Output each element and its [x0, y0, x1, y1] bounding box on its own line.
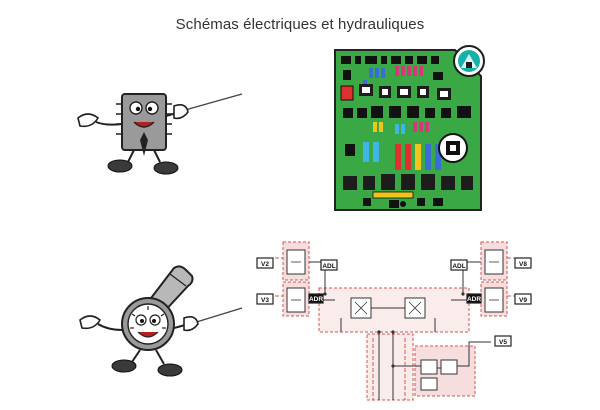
- label-adl-right: ADL: [452, 263, 465, 270]
- technician-badge-icon: [453, 45, 485, 77]
- label-adr-right: ADR: [467, 296, 481, 303]
- label-adr-left: ADR: [309, 296, 323, 303]
- label-v8: V8: [519, 261, 527, 268]
- label-v2: V2: [261, 261, 269, 268]
- hydraulic-diagram: V2 V3 ADL ADR ADL V8 V9 ADR V5: [256, 241, 532, 401]
- label-v9: V9: [519, 297, 527, 304]
- circuit-board-illustration: [334, 49, 482, 211]
- page-title: Schémas électriques et hydrauliques: [175, 16, 425, 33]
- label-v5: V5: [499, 339, 507, 346]
- label-v3: V3: [261, 297, 269, 304]
- chip-mascot-illustration: [77, 93, 243, 175]
- gauge-mascot-illustration: [79, 265, 243, 377]
- label-adl: ADL: [322, 263, 335, 270]
